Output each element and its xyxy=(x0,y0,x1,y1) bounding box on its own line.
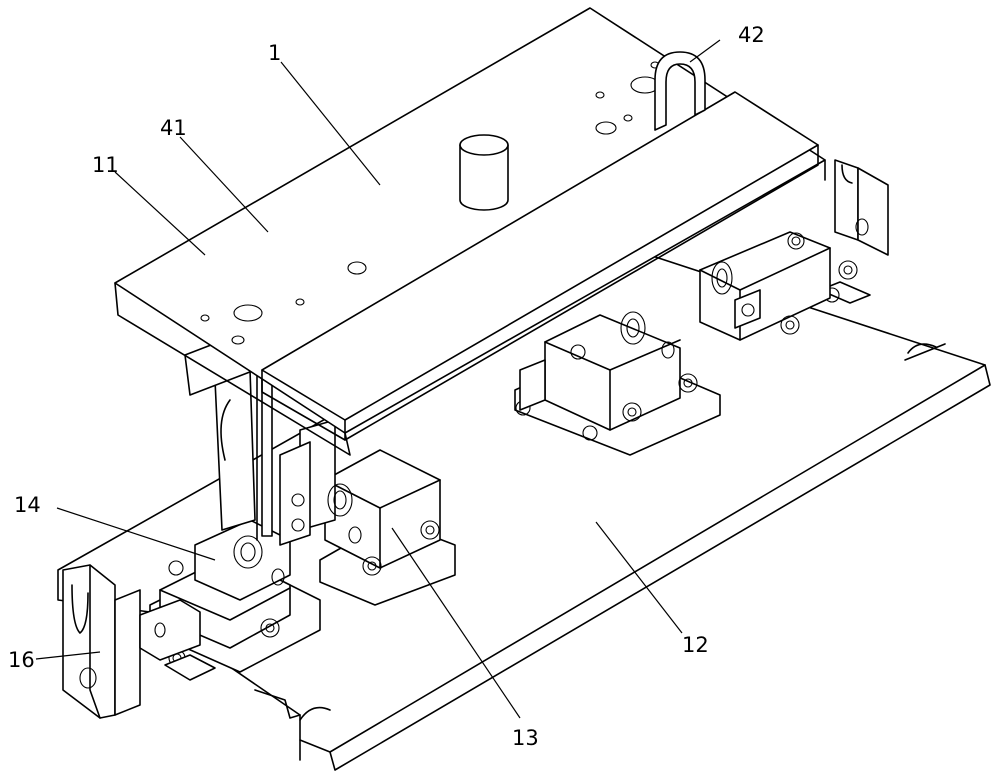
cylinder-pin xyxy=(459,134,509,211)
callout-12: 12 xyxy=(682,633,709,657)
side-bracket-16 xyxy=(62,564,141,719)
callout-11: 11 xyxy=(92,153,119,177)
main-plate-1 xyxy=(261,91,819,441)
leader-lines xyxy=(35,39,721,719)
callout-labels: 1 41 11 42 14 16 12 13 xyxy=(8,23,765,750)
callout-13: 13 xyxy=(512,726,539,750)
callout-16: 16 xyxy=(8,648,35,672)
callout-1: 1 xyxy=(268,41,281,65)
right-mount-bracket xyxy=(819,159,889,304)
callout-42: 42 xyxy=(738,23,765,47)
callout-14: 14 xyxy=(14,493,41,517)
callout-41: 41 xyxy=(160,116,187,140)
plate-11 xyxy=(114,7,826,456)
center-roller-assembly-13 xyxy=(279,419,456,606)
handle-42 xyxy=(654,51,706,131)
right-roller-assembly xyxy=(514,231,858,456)
left-roller-assembly-14 xyxy=(139,519,321,681)
